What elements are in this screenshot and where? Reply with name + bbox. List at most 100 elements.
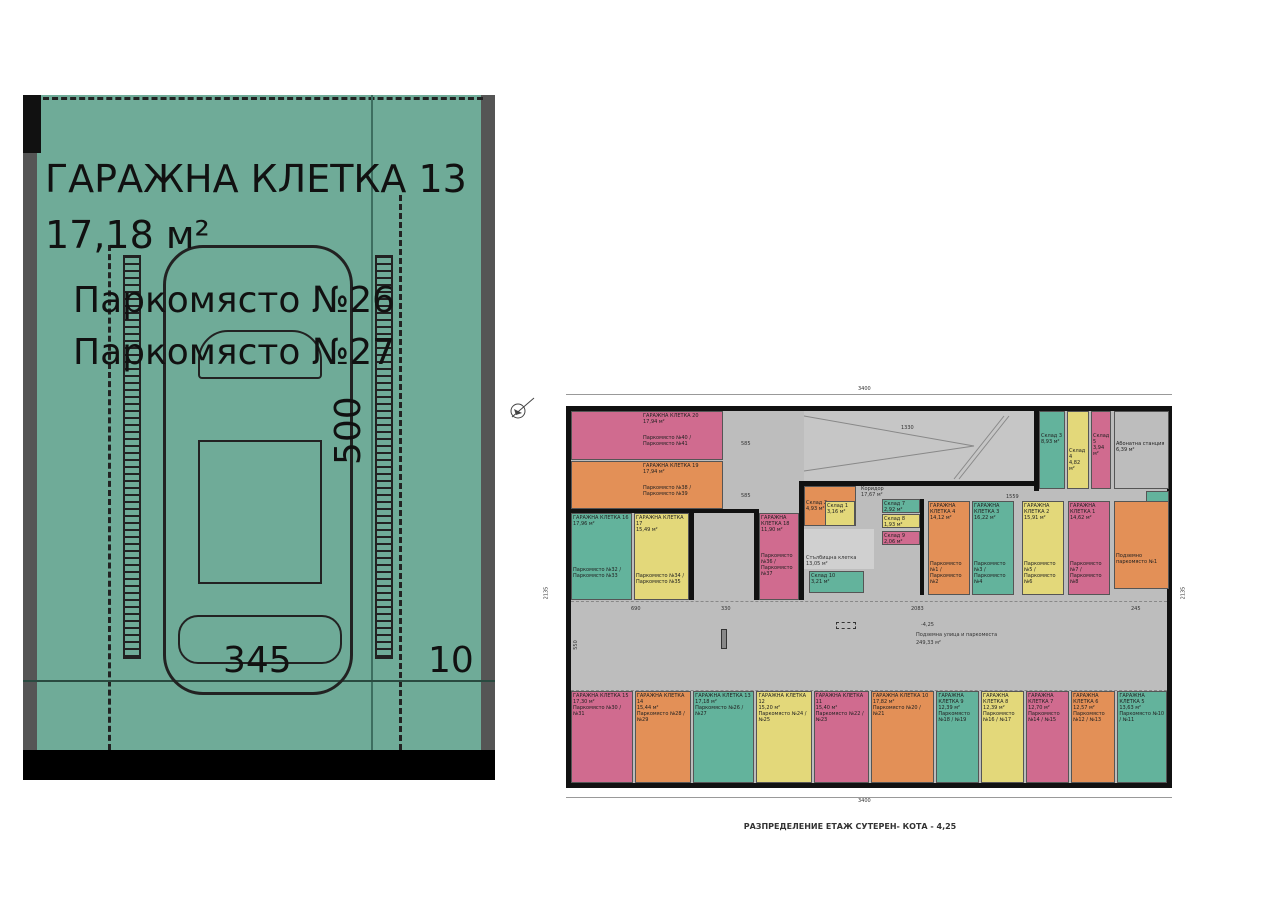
storage-10[interactable]: Склад 10 3,21 м² — [809, 571, 864, 593]
cell-spots: Паркомясто №40 / Паркомясто №41 — [643, 435, 692, 447]
cell-area: 17,18 м² — [45, 213, 210, 257]
storage-5[interactable]: Склад 5 3,94 м² — [1091, 411, 1111, 489]
stair-area: 13,05 м² — [806, 561, 828, 567]
cell-area: 15,20 м² — [758, 705, 781, 711]
pump-station[interactable]: Абонатна станция 6,39 м² — [1114, 411, 1169, 489]
cell-name: ГАРАЖНА КЛЕТКА 2 — [1024, 503, 1050, 515]
cell-area: 14,12 м² — [930, 515, 952, 521]
cell-spots: Паркомясто №26 / №27 — [695, 705, 744, 717]
cell-spots: Паркомясто №3 / Паркомясто №4 — [974, 561, 1006, 585]
overall-depth-left: 2135 — [543, 586, 550, 600]
wall — [799, 481, 804, 600]
cell-name: ГАРАЖНА КЛЕТКА 15 — [573, 693, 629, 699]
cell-spots: Паркомясто №1 / Паркомясто №2 — [930, 561, 962, 585]
garage-cell-4[interactable]: ГАРАЖНА КЛЕТКА 4 14,12 м² Паркомясто №1 … — [928, 501, 970, 595]
garage-cell-19[interactable]: ГАРАЖНА КЛЕТКА 19 17,94 м² Паркомясто №3… — [571, 461, 723, 509]
cell-name: Абонатна станция — [1116, 441, 1165, 447]
cell-area: 17,94 м² — [643, 419, 665, 425]
wall-right — [481, 95, 495, 780]
cell-spots: Паркомясто №30 / №31 — [573, 705, 622, 717]
dim: 1559 — [1006, 494, 1019, 500]
level-mark: -4,25 — [921, 622, 934, 628]
cell-area: 12,39 м² — [983, 705, 1005, 711]
wall-bottom — [23, 750, 495, 780]
cell-name: Склад 1 — [827, 503, 848, 509]
cell-name: Склад 9 — [884, 533, 905, 539]
garage-cell-1[interactable]: ГАРАЖНА КЛЕТКА 1 14,62 м² Паркомясто №7 … — [1068, 501, 1110, 595]
car-outline — [163, 245, 353, 695]
dim-width: 345 — [223, 640, 292, 681]
garage-cell-3[interactable]: ГАРАЖНА КЛЕТКА 3 16,22 м² Паркомясто №3 … — [972, 501, 1014, 595]
plan-caption: РАЗПРЕДЕЛЕНИЕ ЕТАЖ СУТЕРЕН- КОТА - 4,25 — [743, 822, 957, 831]
cell-name: ГАРАЖНА КЛЕТКА 7 — [1028, 693, 1054, 705]
cell-area: 15,40 м² — [815, 705, 838, 711]
garage-cell-17[interactable]: ГАРАЖНА КЛЕТКА 17 15,49 м² Паркомясто №3… — [634, 513, 689, 600]
wall — [754, 509, 759, 600]
wall-segment — [23, 95, 41, 153]
cell-name: ГАРАЖНА КЛЕТКА 14 — [636, 693, 685, 705]
cell-name: ГАРАЖНА КЛЕТКА 13 — [695, 693, 751, 699]
street-area: 249,33 м² — [916, 640, 941, 646]
corridor-area: 17,67 м² — [861, 492, 883, 498]
dim: 245 — [1131, 606, 1141, 612]
parking-spot-label: Паркомясто №27 — [73, 332, 396, 373]
cell-area: 15,44 м² — [636, 705, 659, 711]
wall — [689, 513, 694, 600]
garage-cell-16[interactable]: ГАРАЖНА КЛЕТКА 16 17,96 м² Паркомясто №3… — [571, 513, 632, 600]
cell-spots: Паркомясто №20 / №21 — [872, 705, 921, 717]
cell-name: ГАРАЖНА КЛЕТКА 19 — [643, 463, 699, 469]
cell-name: ГАРАЖНА КЛЕТКА 11 — [815, 693, 864, 705]
rear — [178, 615, 342, 664]
cell-name: ГАРАЖНА КЛЕТКА 18 — [761, 515, 790, 527]
cell-name: ГАРАЖНА КЛЕТКА 20 — [643, 413, 699, 419]
cell-area: 12,57 м² — [1073, 705, 1095, 711]
cell-area: 17,30 м² — [573, 699, 595, 705]
cell-spots: Паркомясто №22 / №23 — [815, 711, 864, 723]
cell-area: 17,18 м² — [695, 699, 717, 705]
stair-name: Стълбищна клетка — [806, 555, 857, 561]
garage-cell-2[interactable]: ГАРАЖНА КЛЕТКА 2 15,91 м² Паркомясто №5 … — [1022, 501, 1064, 595]
cell-spots: Паркомясто №36 / Паркомясто №37 — [761, 553, 793, 577]
cell-spots: Паркомясто №10 / №11 — [1119, 711, 1165, 723]
storage-4[interactable]: Склад 4 4,82 м² — [1067, 411, 1089, 489]
cell-title: ГАРАЖНА КЛЕТКА 13 — [45, 157, 467, 201]
cell-spots: Паркомясто №14 / №15 — [1028, 711, 1060, 723]
dim: 550 — [572, 640, 579, 650]
cell-name: ГАРАЖНА КЛЕТКА 4 — [930, 503, 956, 515]
garage-cell-18[interactable]: ГАРАЖНА КЛЕТКА 18 11,90 м² Паркомясто №3… — [759, 513, 799, 600]
storage-7[interactable]: Склад 7 2,92 м² — [882, 499, 920, 513]
storage-1[interactable]: Склад 1 3,16 м² — [825, 501, 855, 526]
wheel-track-left — [123, 255, 141, 659]
dim: 1330 — [901, 425, 914, 431]
street-name: Подземна улица и паркоместа — [916, 632, 998, 638]
cell-name: ГАРАЖНА КЛЕТКА 6 — [1073, 693, 1099, 705]
parking-spot-1[interactable]: Подземно паркомясто №1 — [1114, 501, 1169, 589]
storage-3[interactable]: Склад 3 8,93 м² — [1039, 411, 1065, 489]
storage-8[interactable]: Склад 8 1,93 м² — [882, 514, 920, 528]
cell-area: 17,94 м² — [643, 469, 665, 475]
storage-9[interactable]: Склад 9 2,06 м² — [882, 531, 920, 545]
overall-width-bottom: 3400 — [858, 798, 871, 804]
garage-cell-20[interactable]: ГАРАЖНА КЛЕТКА 20 17,94 м² Паркомясто №4… — [571, 411, 723, 460]
cell-area: 11,90 м² — [761, 527, 783, 533]
cell-name: ГАРАЖНА КЛЕТКА 1 — [1070, 503, 1096, 515]
wheel-track-right — [375, 255, 393, 659]
cell-name: ГАРАЖНА КЛЕТКА 3 — [974, 503, 1000, 515]
cell-area: 1,93 м² — [884, 522, 903, 528]
north-arrow-icon — [508, 395, 536, 423]
cell-spots: Паркомясто №32 / Паркомясто №33 — [573, 567, 622, 579]
cell-area: 8,93 м² — [1041, 439, 1060, 445]
cell-name: Склад 5 — [1093, 433, 1110, 445]
